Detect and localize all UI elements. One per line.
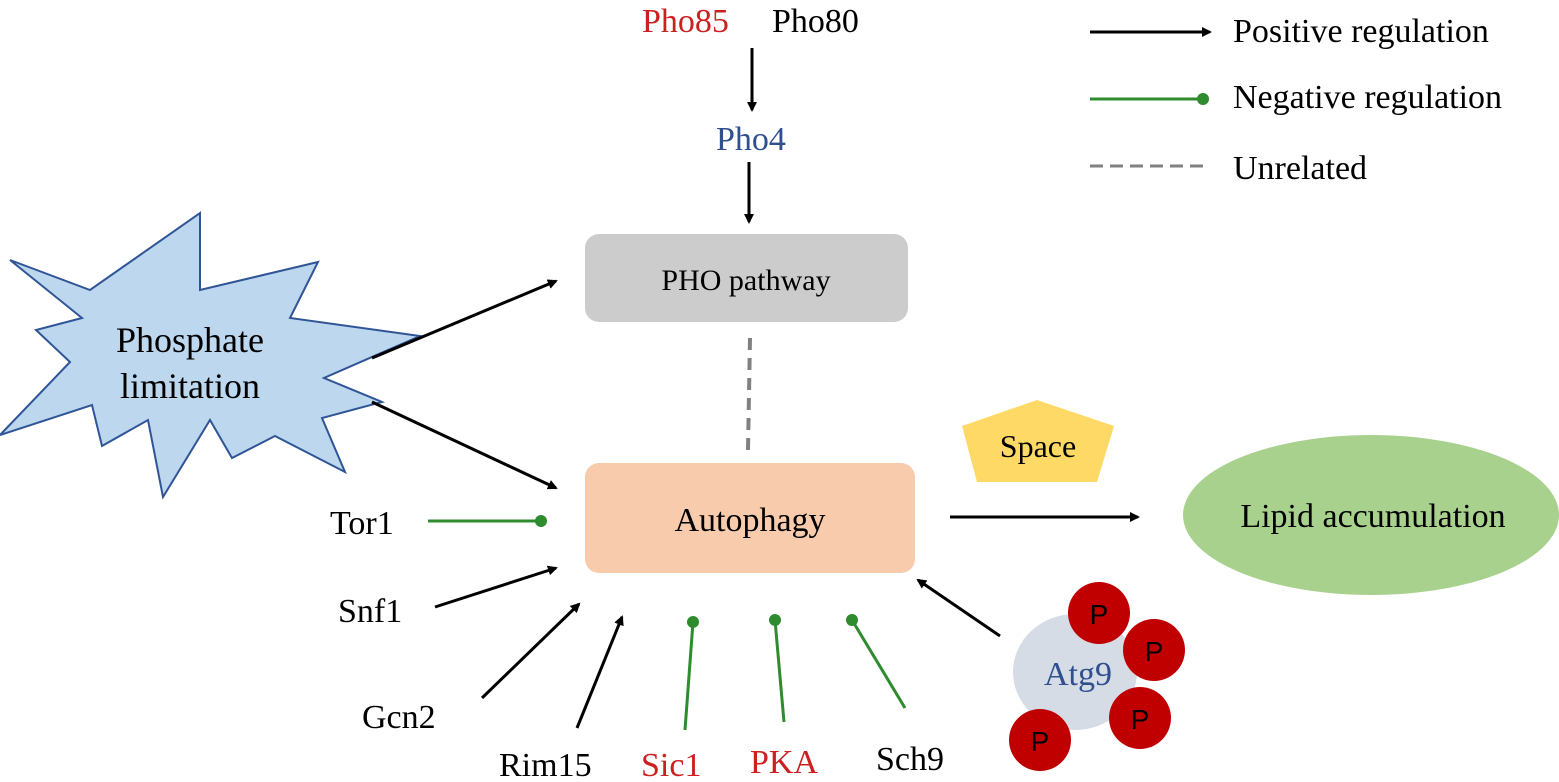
lipid-accumulation-ellipse <box>1183 435 1559 595</box>
edge-rim15-autophagy <box>575 615 624 729</box>
regulator-tor1: Tor1 <box>330 505 394 542</box>
regulator-sch9: Sch9 <box>876 741 944 778</box>
edge-sic1-autophagy <box>683 616 699 731</box>
edge-sch9-autophagy <box>846 614 907 709</box>
phosphate-label-line2: limitation <box>120 366 260 406</box>
legend: Positive regulation Negative regulation … <box>1090 13 1502 187</box>
pho-pathway-box <box>585 234 908 322</box>
node-pho80: Pho80 <box>772 3 859 40</box>
edge-phosphate-autophagy <box>371 400 558 490</box>
node-pho85: Pho85 <box>642 3 729 40</box>
phospho-label-1: P <box>1090 599 1109 630</box>
atg9-complex: Atg9 P P P P <box>1009 582 1185 771</box>
phospho-ball-3 <box>1009 709 1071 771</box>
regulator-snf1: Snf1 <box>338 593 402 630</box>
space-pentagon <box>962 400 1114 482</box>
atg9-label: Atg9 <box>1044 656 1112 693</box>
edge-gcn2-autophagy <box>480 602 581 700</box>
edge-pathway-autophagy-unrelated <box>746 337 752 451</box>
autophagy-label: Autophagy <box>674 502 825 539</box>
legend-positive-label: Positive regulation <box>1233 13 1489 50</box>
phosphate-limitation-burst <box>0 211 424 500</box>
phospho-ball-2 <box>1123 619 1185 681</box>
phospho-ball-4 <box>1109 687 1171 749</box>
phospho-label-4: P <box>1131 704 1150 735</box>
node-pho4: Pho4 <box>716 121 786 158</box>
regulator-pka: PKA <box>750 744 818 781</box>
edge-snf1-autophagy <box>434 565 558 609</box>
edge-pka-autophagy <box>769 614 786 723</box>
pho-pathway-label: PHO pathway <box>661 264 830 297</box>
phospho-label-3: P <box>1031 726 1050 757</box>
lipid-accumulation-label: Lipid accumulation <box>1240 498 1505 535</box>
space-label: Space <box>1000 428 1076 464</box>
regulator-rim15: Rim15 <box>499 747 592 782</box>
phospho-ball-1 <box>1068 582 1130 644</box>
regulator-gcn2: Gcn2 <box>362 699 436 736</box>
phospho-label-2: P <box>1145 636 1164 667</box>
legend-negative-label: Negative regulation <box>1233 79 1502 116</box>
edge-phosphate-pathway <box>371 279 558 360</box>
autophagy-box <box>585 463 915 573</box>
phosphate-label-line1: Phosphate <box>116 320 264 360</box>
edge-atg9-autophagy <box>916 578 1001 638</box>
legend-unrelated-label: Unrelated <box>1233 150 1367 187</box>
regulator-sic1: Sic1 <box>641 747 701 782</box>
